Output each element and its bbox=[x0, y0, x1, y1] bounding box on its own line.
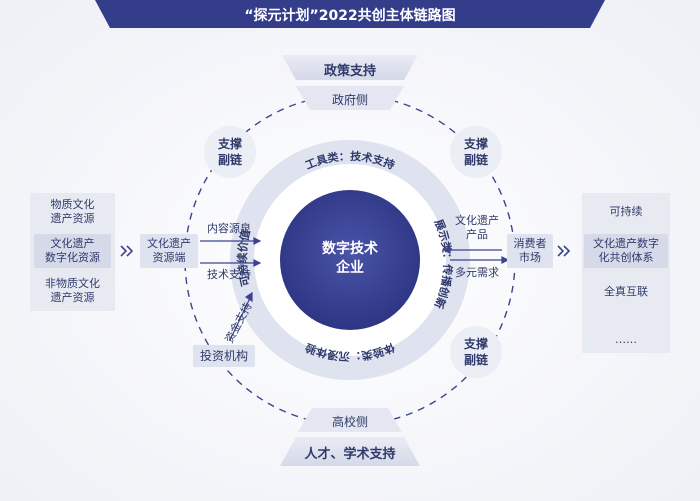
outcome-sustainable: 可持续 bbox=[609, 205, 643, 218]
resource-item-text: 非物质文化遗产资源 bbox=[45, 277, 100, 304]
outcome-more: …… bbox=[615, 333, 637, 346]
support-line-2: 副链 bbox=[217, 153, 242, 167]
chevrons-left bbox=[120, 245, 134, 257]
product-label: 文化遗产产品 bbox=[455, 214, 499, 241]
support-label-top-right: 支撑 副链 bbox=[456, 136, 496, 168]
core-line-1: 数字技术 bbox=[322, 241, 378, 257]
outcome-text: 文化遗产数字化共创体系 bbox=[593, 237, 659, 264]
univ-side-label: 高校侧 bbox=[331, 415, 368, 429]
consumer-market-box: 消费者市场 bbox=[507, 234, 553, 268]
talent-support-label: 人才、学术支持 bbox=[304, 447, 396, 462]
resource-end-text: 文化遗产资源端 bbox=[147, 237, 191, 264]
policy-support-shape bbox=[282, 55, 418, 80]
resource-item-material: 物质文化遗产资源 bbox=[34, 196, 111, 228]
support-label-bottom-right: 支撑 副链 bbox=[456, 336, 496, 368]
chevrons-right bbox=[557, 245, 571, 257]
policy-support-label: 政策支持 bbox=[323, 64, 376, 79]
investor-box: 投资机构 bbox=[193, 345, 255, 367]
title-banner bbox=[95, 0, 605, 28]
right-flow-arrows bbox=[442, 246, 510, 264]
core-label: 数字技术 企业 bbox=[303, 240, 397, 278]
tech-support-label: 技术支持 bbox=[207, 268, 251, 281]
support-line-2: 副链 bbox=[463, 353, 488, 367]
right-outcome-panel bbox=[582, 193, 670, 353]
support-line-1: 支撑 bbox=[463, 337, 488, 351]
left-flow-arrows bbox=[200, 237, 262, 341]
support-circle-bottom-right bbox=[450, 326, 502, 378]
resource-item-text: 物质文化遗产资源 bbox=[50, 198, 95, 225]
resource-item-intangible: 非物质文化遗产资源 bbox=[34, 275, 111, 307]
core-circle bbox=[280, 190, 420, 330]
ring-label-left: 可持续价值 bbox=[235, 228, 253, 287]
ring-left-path: 可持续价值 bbox=[235, 228, 253, 287]
diagram-title: “探元计划”2022共创主体链路图 bbox=[244, 8, 456, 24]
resource-end-box: 文化遗产资源端 bbox=[140, 234, 198, 268]
support-circle-top-left bbox=[204, 126, 256, 178]
support-line-1: 支撑 bbox=[217, 137, 242, 151]
demand-label: 多元需求 bbox=[455, 266, 499, 279]
univ-side-shape bbox=[298, 408, 402, 432]
gov-side-label: 政府侧 bbox=[331, 93, 368, 107]
resource-item-digital: 文化遗产数字化资源 bbox=[34, 234, 111, 268]
outcome-cocreation: 文化遗产数字化共创体系 bbox=[584, 234, 668, 268]
consumer-text: 消费者市场 bbox=[513, 237, 547, 264]
outcome-full-reality: 全真互联 bbox=[604, 285, 648, 298]
talent-support-shape bbox=[280, 437, 420, 466]
support-line-1: 支撑 bbox=[463, 137, 488, 151]
support-circle-top-right bbox=[450, 126, 502, 178]
core-line-2: 企业 bbox=[336, 260, 364, 276]
gov-side-shape bbox=[296, 86, 404, 110]
support-label-top-left: 支撑 副链 bbox=[210, 136, 250, 168]
content-source-label: 内容源泉 bbox=[207, 222, 251, 235]
resource-item-text: 文化遗产数字化资源 bbox=[45, 237, 100, 264]
support-line-2: 副链 bbox=[463, 153, 488, 167]
